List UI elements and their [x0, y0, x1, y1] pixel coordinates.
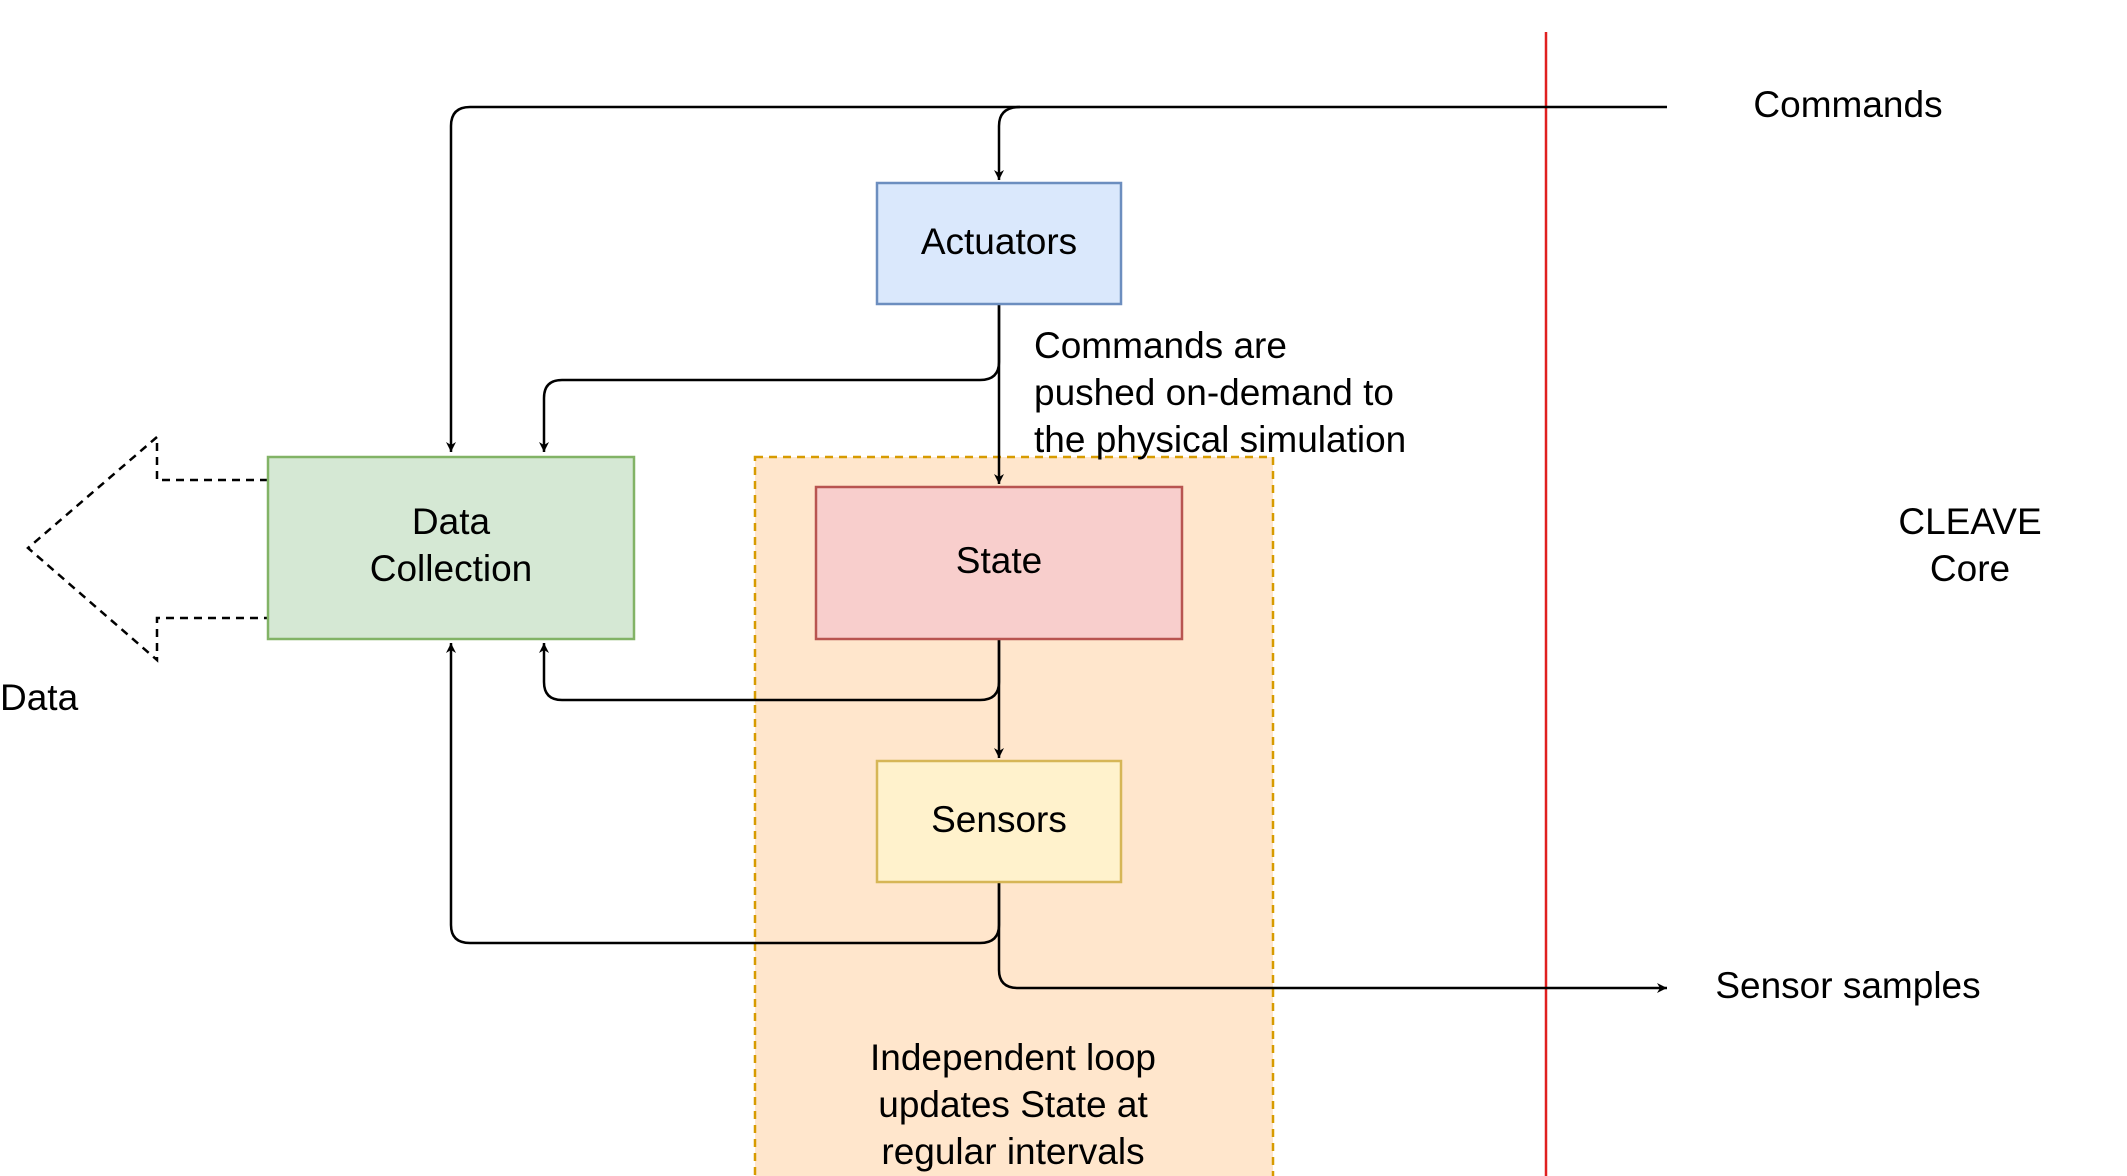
edge-actuators-to-data-collection — [539, 305, 1001, 452]
push-note-line-2: pushed on-demand to — [1034, 372, 1394, 413]
loop-note-line-1: Independent loop — [870, 1037, 1156, 1078]
cleave-core-label-line-1: CLEAVE — [1898, 501, 2041, 542]
data-collection-label-line-1: Data — [412, 501, 491, 542]
actuators-label: Actuators — [921, 221, 1077, 262]
push-note-line-1: Commands are — [1034, 325, 1287, 366]
edge-commands-to-data-collection — [446, 105, 1667, 452]
data-output-arrow — [26, 434, 268, 663]
data-label: Data — [0, 677, 79, 718]
sensors-label: Sensors — [931, 799, 1067, 840]
state-node: State — [814, 485, 1184, 641]
edges — [446, 105, 1667, 993]
data-collection-label-line-2: Collection — [370, 548, 532, 589]
sensors-node: Sensors — [875, 759, 1123, 884]
edge-sensors-to-sensor-samples — [997, 883, 1667, 993]
loop-note-line-3: regular intervals — [881, 1131, 1144, 1172]
commands-label: Commands — [1753, 84, 1942, 125]
sensor-samples-label: Sensor samples — [1715, 965, 1980, 1006]
edge-state-to-data-collection — [539, 640, 1001, 702]
actuators-node: Actuators — [875, 181, 1123, 306]
loop-note-line-2: updates State at — [878, 1084, 1148, 1125]
data-collection-node: Data Collection — [266, 455, 636, 641]
edge-commands-to-actuators — [994, 105, 1021, 180]
state-label: State — [956, 540, 1042, 581]
push-note-line-3: the physical simulation — [1034, 419, 1406, 460]
cleave-core-label-line-2: Core — [1930, 548, 2010, 589]
